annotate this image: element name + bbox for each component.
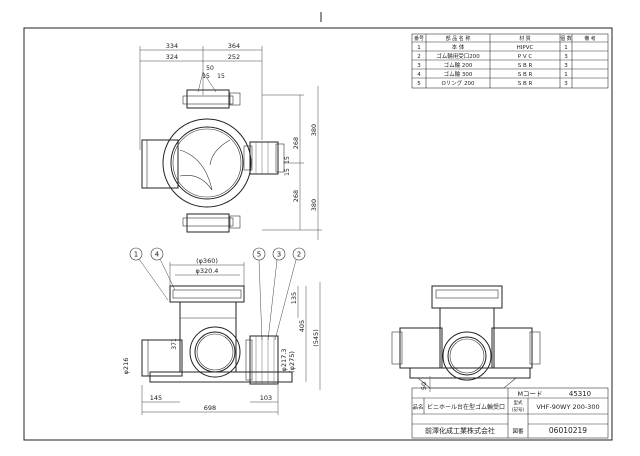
front-view: 1 4 5 3 2 (φ360) φ320.4 [122,247,321,415]
dim-phi275: (φ275) [288,351,296,373]
plan-body-outer [162,118,252,208]
callout-3: 3 [267,247,286,341]
dim-15-d: 15 [284,168,291,176]
svg-text:2: 2 [417,54,421,60]
svg-text:ゴム輪 300: ゴム輪 300 [444,70,473,78]
svg-text:(記号): (記号) [512,406,525,413]
svg-text:P V C: P V C [518,54,533,60]
dim-phi360: (φ360) [196,257,218,265]
name-label: 品名 [412,403,423,411]
svg-text:3: 3 [417,63,421,69]
table-row: 3 ゴム輪 200 S B R 3 [417,61,568,69]
svg-text:1: 1 [564,45,568,51]
svg-text:S B R: S B R [518,72,533,78]
dim-545: (545) [312,329,320,346]
dim-364: 364 [228,42,240,50]
title-block: Mコード 45310 品名 ビニホール台在型ゴム輪受口 型式 (記号) VHF-… [411,387,609,439]
dim-145: 145 [150,394,162,402]
dim-698: 698 [204,404,216,412]
table-header-name: 部 品 名 称 [446,35,471,42]
dim-380-b: 380 [310,199,318,211]
svg-text:Oリング 200: Oリング 200 [441,79,475,87]
model-label: 型式 [514,399,523,406]
plan-body-inner [170,126,244,200]
callout-2: 2 [274,247,306,341]
model-value: VHF-90WY 200-300 [536,403,599,411]
svg-text:1: 1 [417,45,421,51]
svg-text:5: 5 [417,81,421,87]
svg-text:1: 1 [134,251,138,259]
plan-view: 334 364 324 252 50 15 15 [139,42,322,240]
table-row: 1 本 体 HIPVC 1 [417,43,568,51]
svg-text:HIPVC: HIPVC [517,45,534,51]
dim-50-side: 50 [420,382,428,390]
name-value: ビニホール台在型ゴム輪受口 [427,403,505,411]
dim-50: 50 [206,65,214,72]
drawing-label: 図番 [512,428,524,435]
svg-text:S B R: S B R [518,63,533,69]
svg-text:3: 3 [564,63,568,69]
callout-1: 1 [129,247,169,301]
dim-phi320: φ320.4 [196,267,219,275]
svg-text:4: 4 [155,251,160,259]
dim-103: 103 [260,394,272,402]
svg-text:2: 2 [297,251,301,259]
table-header-qty: 個 数 [560,35,572,42]
svg-text:S B R: S B R [518,81,533,87]
dim-phi216: φ216 [122,358,130,375]
svg-text:本 体: 本 体 [452,43,465,51]
dim-334: 334 [166,42,178,50]
svg-text:1: 1 [564,72,568,78]
svg-text:5: 5 [257,251,261,259]
side-view: 50 [391,285,541,392]
dim-371: 371 [171,338,178,350]
table-header-material: 材 質 [519,35,531,42]
company-name: 前澤化成工業株式会社 [425,426,495,435]
dim-15-c: 15 [284,156,291,164]
dim-252: 252 [228,53,240,61]
table-row: 5 Oリング 200 S B R 3 [417,79,568,87]
mcode-value: 45310 [569,390,591,398]
callout-4: 4 [150,247,176,291]
dim-324: 324 [166,53,178,61]
sheet-border [23,27,613,441]
dim-380-a: 380 [310,124,318,136]
svg-text:ゴム輪 200: ゴム輪 200 [444,61,473,69]
table-header-note: 備 考 [584,35,596,42]
table-header-no: 番号 [414,35,424,42]
svg-text:3: 3 [277,251,281,259]
dim-135: 135 [290,292,298,304]
svg-text:4: 4 [417,72,421,78]
callout-5: 5 [252,247,266,341]
dim-405: 405 [298,320,306,332]
dim-phi217: φ217.3 [280,349,288,372]
svg-text:3: 3 [564,81,568,87]
table-row: 2 ゴム輪用受口200 P V C 3 [417,52,568,60]
parts-table: 番号 部 品 名 称 材 質 個 数 備 考 1 本 体 HIPVC 1 2 ゴ… [411,33,609,89]
svg-text:3: 3 [564,54,568,60]
dim-268-a: 268 [292,137,300,149]
mcode-label: Mコード [517,390,542,398]
dim-268-b: 268 [292,190,300,202]
drawing-number: 06010219 [549,426,587,435]
dim-15-b: 15 [217,73,225,80]
table-row: 4 ゴム輪 300 S B R 1 [417,70,568,78]
svg-text:ゴム輪用受口200: ゴム輪用受口200 [436,52,480,60]
